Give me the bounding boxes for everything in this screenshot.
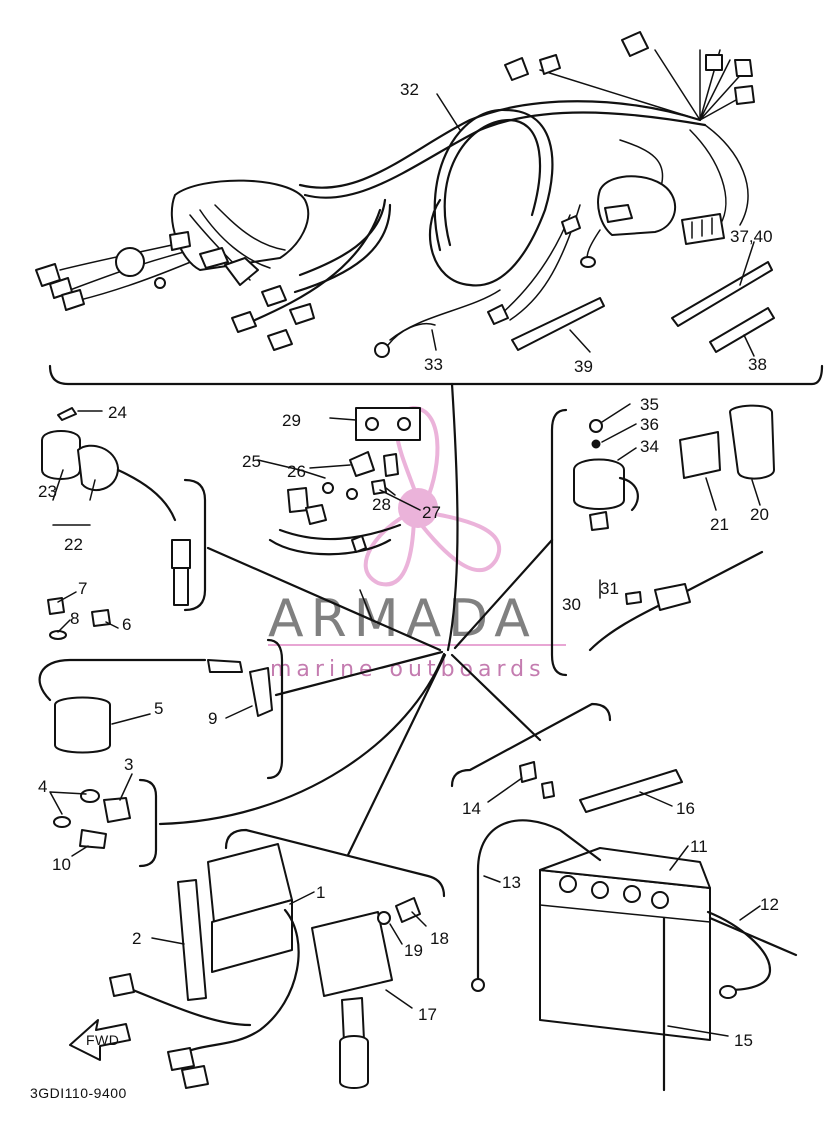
callout-4: 4 <box>38 777 47 796</box>
relay-21 <box>679 431 721 479</box>
callout-37-40: 37,40 <box>730 227 773 246</box>
callout-26: 26 <box>287 462 306 481</box>
watermark-propeller-logo <box>363 405 501 587</box>
drawing-code: 3GDI110-9400 <box>30 1085 127 1101</box>
cap-24 <box>57 407 77 421</box>
callout-23: 23 <box>38 482 57 501</box>
callout-7: 7 <box>78 579 87 598</box>
nut-14 <box>541 781 555 799</box>
callout-24: 24 <box>108 403 127 422</box>
strap-16 <box>579 769 683 813</box>
bracket-11-16 <box>450 702 612 788</box>
cdi-unit-1 <box>109 843 300 1089</box>
bracket-3-10 <box>138 778 158 868</box>
cable-tie-39 <box>511 297 605 351</box>
callout-13: 13 <box>502 873 521 892</box>
callout-19: 19 <box>404 941 423 960</box>
callout-34: 34 <box>640 437 659 456</box>
callout-6: 6 <box>122 615 131 634</box>
bolt-6 <box>91 609 111 627</box>
battery-cable-12 <box>706 910 798 999</box>
sensor-group-25-28 <box>268 451 402 556</box>
callout-11: 11 <box>690 837 708 856</box>
callout-8: 8 <box>70 609 79 628</box>
bracket-1-19 <box>224 828 446 898</box>
callout-39: 39 <box>574 357 593 376</box>
switch-3 <box>103 797 131 823</box>
callout-25: 25 <box>242 452 261 471</box>
callout-27: 27 <box>422 503 441 522</box>
ignition-coil-5 <box>38 658 243 754</box>
callout-35: 35 <box>640 395 659 414</box>
callout-2: 2 <box>132 929 141 948</box>
group-bracket-top <box>48 364 824 652</box>
bolt-7 <box>47 597 65 615</box>
clamp-38 <box>709 307 775 353</box>
callout-33: 33 <box>424 355 443 374</box>
cable-30 <box>588 550 764 652</box>
callout-20: 20 <box>750 505 769 524</box>
callout-32: 32 <box>400 80 419 99</box>
callout-5: 5 <box>154 699 163 718</box>
callout-labels: 32 33 39 38 37,40 24 23 22 29 25 26 28 2… <box>38 80 779 1050</box>
fwd-label: FWD <box>86 1032 119 1048</box>
bracket-25 <box>257 459 326 479</box>
ignition-coil-22 <box>41 430 191 606</box>
callout-29: 29 <box>282 411 301 430</box>
battery-cable-13 <box>471 819 602 992</box>
bracket-22 <box>183 478 207 612</box>
callout-14: 14 <box>462 799 481 818</box>
spark-plug-cap-9 <box>249 667 273 717</box>
washer-19 <box>377 911 391 925</box>
bolt-18 <box>395 897 421 923</box>
callout-10: 10 <box>52 855 71 874</box>
battery-11 <box>539 847 711 1092</box>
gasket-29 <box>355 407 421 441</box>
callout-31: 31 <box>600 579 619 598</box>
callout-3: 3 <box>124 755 133 774</box>
nut-35 <box>589 419 603 433</box>
callout-30: 30 <box>562 595 581 614</box>
band-2 <box>177 879 207 1001</box>
washer-4 <box>80 789 100 803</box>
switch-10 <box>79 829 107 849</box>
bracket-20-36 <box>550 408 568 677</box>
callout-15: 15 <box>734 1031 753 1050</box>
callout-12: 12 <box>760 895 779 914</box>
callout-28: 28 <box>372 495 391 514</box>
watermark-name: ARMADA <box>268 589 537 649</box>
bracket-5-9 <box>266 638 284 780</box>
band-37-40 <box>671 261 773 327</box>
callout-1: 1 <box>316 883 325 902</box>
callout-17: 17 <box>418 1005 437 1024</box>
rectifier-17 <box>311 911 393 1089</box>
fwd-arrow-icon <box>69 1019 131 1061</box>
wire-harness <box>35 31 755 358</box>
callout-18: 18 <box>430 929 449 948</box>
callout-16: 16 <box>676 799 695 818</box>
callout-36: 36 <box>640 415 659 434</box>
callout-21: 21 <box>710 515 729 534</box>
relay-34 <box>573 458 639 531</box>
washer-36 <box>591 439 601 449</box>
callout-9: 9 <box>208 709 217 728</box>
callout-38: 38 <box>748 355 767 374</box>
leader-lines <box>158 538 554 857</box>
washer-4b <box>53 816 71 828</box>
callout-leaders <box>49 93 761 1037</box>
bolt-14 <box>519 761 537 783</box>
cover-20 <box>729 404 775 480</box>
callout-22: 22 <box>64 535 83 554</box>
